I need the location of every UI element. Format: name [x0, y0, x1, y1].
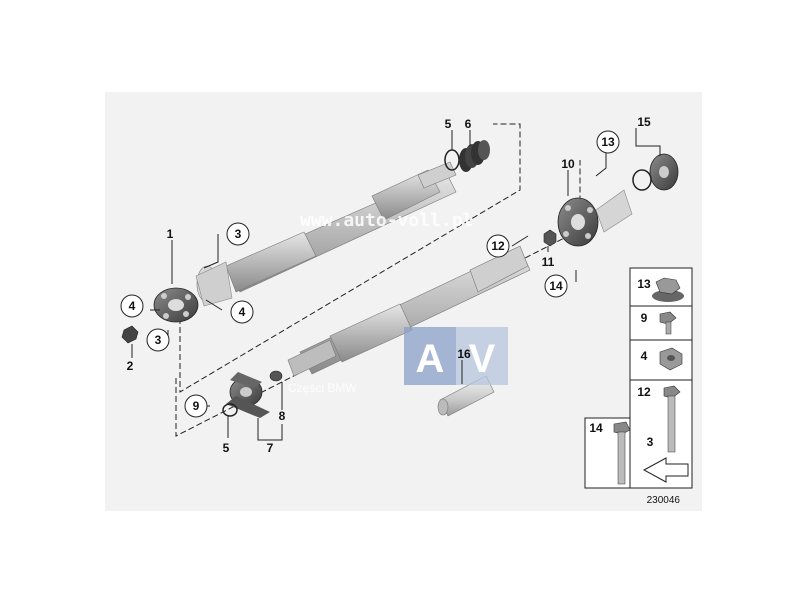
callout-11: 11	[542, 255, 555, 269]
flange-part-15	[649, 153, 679, 191]
dashed-frame-upper-shaft	[179, 123, 521, 393]
legend-label-13: 13	[637, 277, 651, 291]
callout-2: 2	[127, 359, 134, 373]
legend-label-3: 3	[647, 435, 654, 449]
callout-circle-9	[184, 394, 208, 418]
bolt-14-icon	[613, 421, 631, 485]
callout-3: 3	[235, 227, 242, 241]
o-ring-rear	[632, 169, 652, 191]
watermark-logo: A V	[404, 327, 508, 385]
callout-14: 14	[549, 279, 563, 293]
fastener-legend	[584, 267, 693, 489]
callout-circle-13	[596, 130, 620, 154]
legend-label-14: 14	[589, 421, 603, 435]
watermark-caption: Części BMW	[288, 381, 357, 395]
callout-circle-12	[486, 234, 510, 258]
nut-part-11	[543, 229, 557, 247]
callout-16: 16	[457, 347, 471, 361]
nut-part-2	[121, 325, 139, 344]
legend-label-4: 4	[641, 349, 648, 363]
lower-drive-shaft	[287, 245, 531, 377]
callout-7: 7	[267, 441, 274, 455]
callout-5: 5	[223, 441, 230, 455]
callout-4: 4	[239, 305, 246, 319]
direction-arrow-icon	[642, 457, 689, 483]
callout-circle-3	[146, 328, 170, 352]
legend-label-12: 12	[637, 385, 651, 399]
hex-nut-icon	[659, 347, 683, 371]
bolt-9-icon	[659, 311, 677, 335]
image-number: 230046	[647, 495, 681, 506]
rear-yoke	[595, 189, 633, 233]
flange-nut-icon	[652, 277, 684, 302]
bearing-ring-part-8	[269, 370, 283, 382]
callout-15: 15	[637, 115, 651, 129]
callout-8: 8	[279, 409, 286, 423]
callout-9: 9	[193, 399, 200, 413]
callout-3: 3	[155, 333, 162, 347]
upper-drive-shaft	[195, 161, 457, 307]
callout-6: 6	[465, 117, 472, 131]
legend-labels: 13 9 4 12 3 14	[589, 277, 653, 449]
center-bearing	[226, 372, 270, 418]
callout-circle-4	[120, 294, 144, 318]
svg-text:A: A	[416, 337, 445, 381]
callout-13: 13	[601, 135, 615, 149]
legend-label-9: 9	[641, 311, 648, 325]
callout-circle-14	[544, 274, 568, 298]
callout-4: 4	[129, 299, 136, 313]
callout-5: 5	[445, 117, 452, 131]
callout-10: 10	[561, 157, 575, 171]
o-ring-lower	[222, 403, 238, 417]
long-bolt-icon	[663, 385, 681, 453]
flex-disc-rear	[557, 197, 599, 247]
leader-lines	[131, 128, 661, 441]
rubber-boot	[459, 140, 490, 172]
callout-circle-3	[226, 222, 250, 246]
callout-circle-4	[230, 300, 254, 324]
callout-12: 12	[491, 239, 505, 253]
callout-1: 1	[167, 227, 174, 241]
watermark-url: www.auto-voll.pl	[300, 210, 473, 231]
flex-disc-front	[153, 287, 199, 323]
svg-text:V: V	[469, 337, 496, 381]
